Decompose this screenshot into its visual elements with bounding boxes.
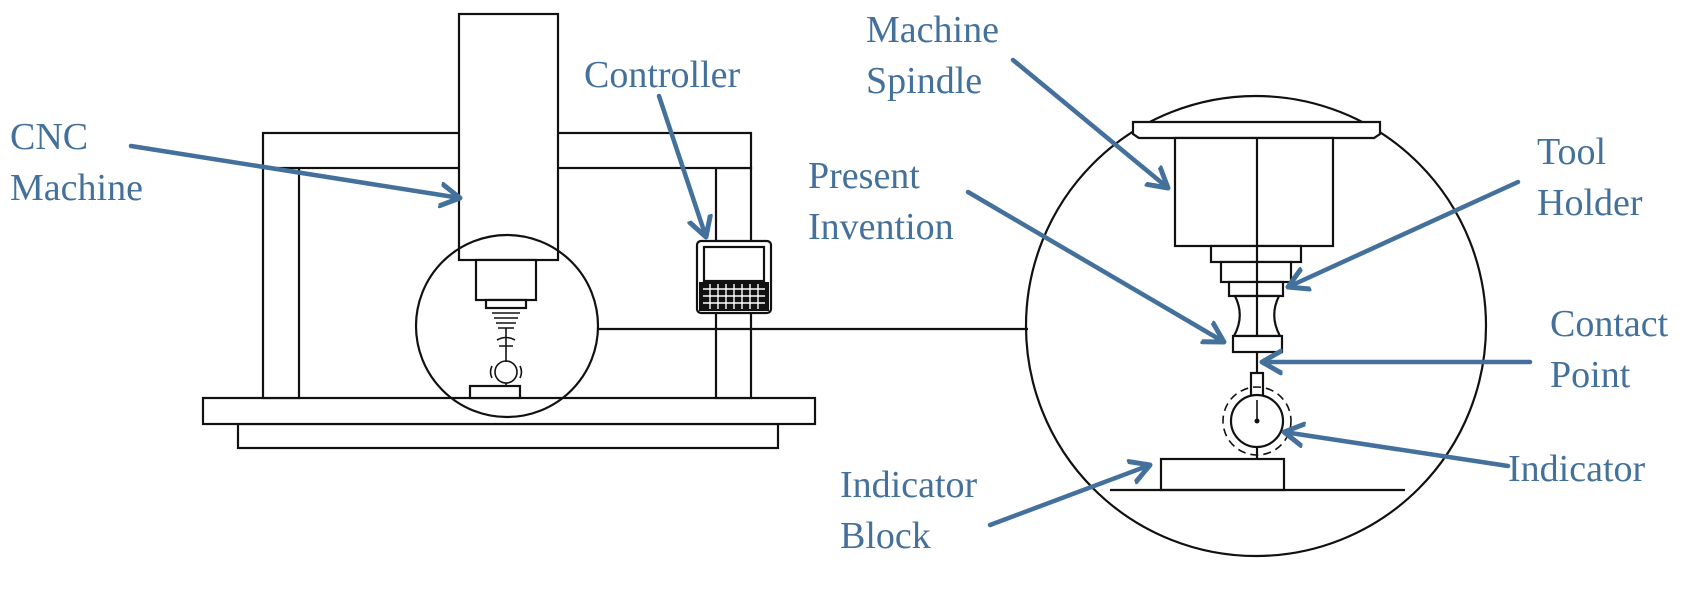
detail-circle-small	[414, 233, 600, 419]
indicator-arrow	[1284, 432, 1511, 469]
machine-table	[201, 396, 817, 426]
label-cnc-machine: CNC Machine	[10, 116, 143, 209]
controller-arrow	[656, 93, 706, 237]
callout-arrows	[128, 57, 1533, 528]
machine-spindle-body	[1173, 136, 1335, 248]
small-spindle-holder	[474, 258, 538, 302]
cnc-machine-arrow	[128, 143, 460, 198]
label-tool-holder: Tool Holder	[1537, 131, 1643, 224]
machine-column-left	[261, 166, 301, 400]
detail-circle-large	[1024, 94, 1488, 558]
small-indicator-block	[468, 384, 522, 400]
present-invention-arrow	[965, 189, 1224, 342]
detail-view-drawing	[1024, 94, 1488, 558]
label-present-invention: Present Invention	[808, 155, 954, 248]
small-indicator-dial	[494, 360, 518, 384]
tool-holder-arrow	[1288, 179, 1521, 287]
label-controller: Controller	[584, 54, 741, 96]
machine-spindle-arrow	[1010, 57, 1168, 188]
label-indicator-block: Indicator Block	[840, 464, 987, 557]
label-contact-point: Contact Point	[1550, 303, 1678, 396]
machine-base-lower	[236, 422, 780, 450]
machine-head	[457, 12, 560, 262]
controller-box	[695, 239, 773, 315]
indicator-block	[1159, 457, 1286, 492]
label-indicator: Indicator	[1508, 448, 1646, 490]
indicator-block-arrow	[987, 465, 1150, 528]
label-machine-spindle: Machine Spindle	[866, 9, 1008, 102]
callout-labels: CNC Machine Controller Machine Spindle P…	[10, 9, 1678, 557]
